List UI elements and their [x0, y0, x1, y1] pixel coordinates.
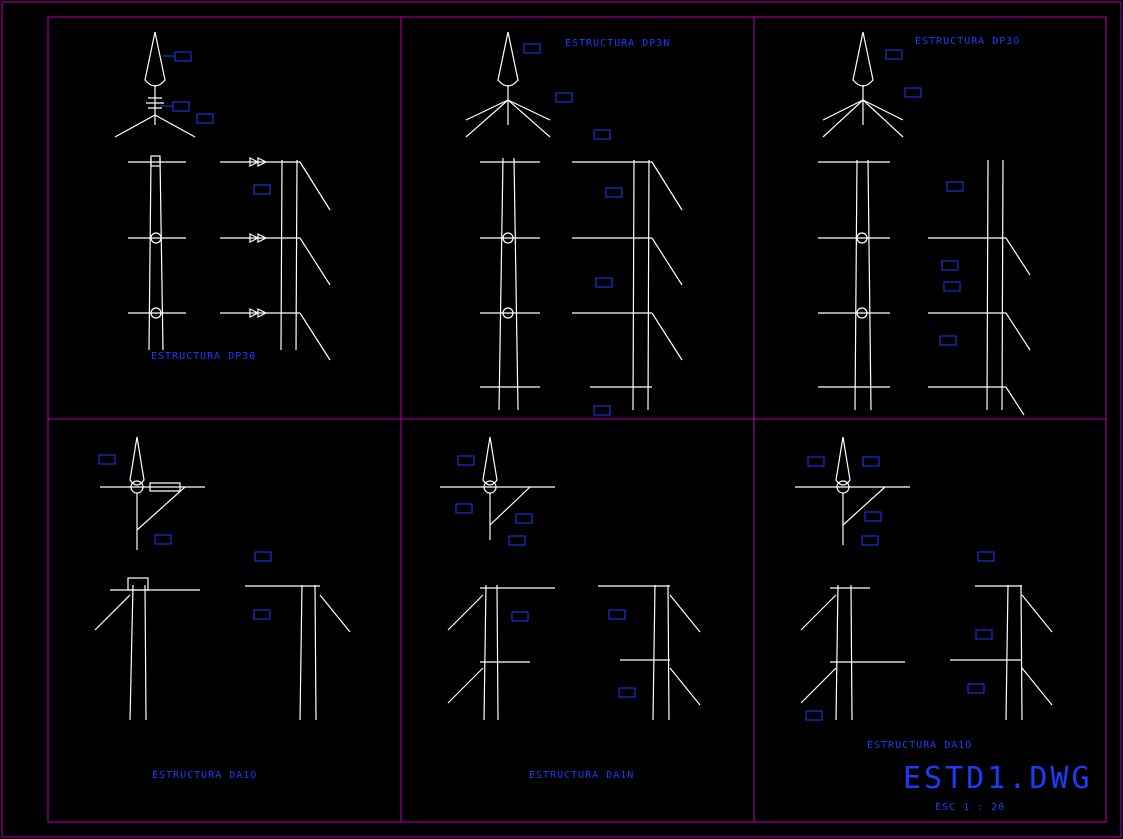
drawing-scale: ESC 1 : 20: [935, 802, 1005, 813]
panel-top-right: ESTRUCTURA DP3O: [818, 31, 1031, 416]
title-top-middle: ESTRUCTURA DP3N: [565, 38, 670, 49]
title-top-left: ESTRUCTURA DP30: [151, 351, 256, 362]
panel-top-middle: ESTRUCTURA DP3N: [465, 31, 683, 416]
title-block: ESTD1.DWG ESC 1 : 20: [903, 761, 1093, 813]
panel-top-left: ESTRUCTURA DP30: [114, 31, 331, 362]
title-bottom-right: ESTRUCTURA DA1O: [867, 740, 972, 751]
title-bottom-middle: ESTRUCTURA DA1N: [529, 770, 634, 781]
title-top-right: ESTRUCTURA DP3O: [915, 36, 1020, 47]
panel-bottom-right: ESTRUCTURA DA1O: [795, 436, 1053, 751]
drawing-name: ESTD1.DWG: [903, 761, 1093, 796]
panel-bottom-left: ESTRUCTURA DA1O: [94, 436, 351, 781]
title-bottom-left: ESTRUCTURA DA1O: [152, 770, 257, 781]
panel-bottom-middle: ESTRUCTURA DA1N: [440, 436, 701, 781]
